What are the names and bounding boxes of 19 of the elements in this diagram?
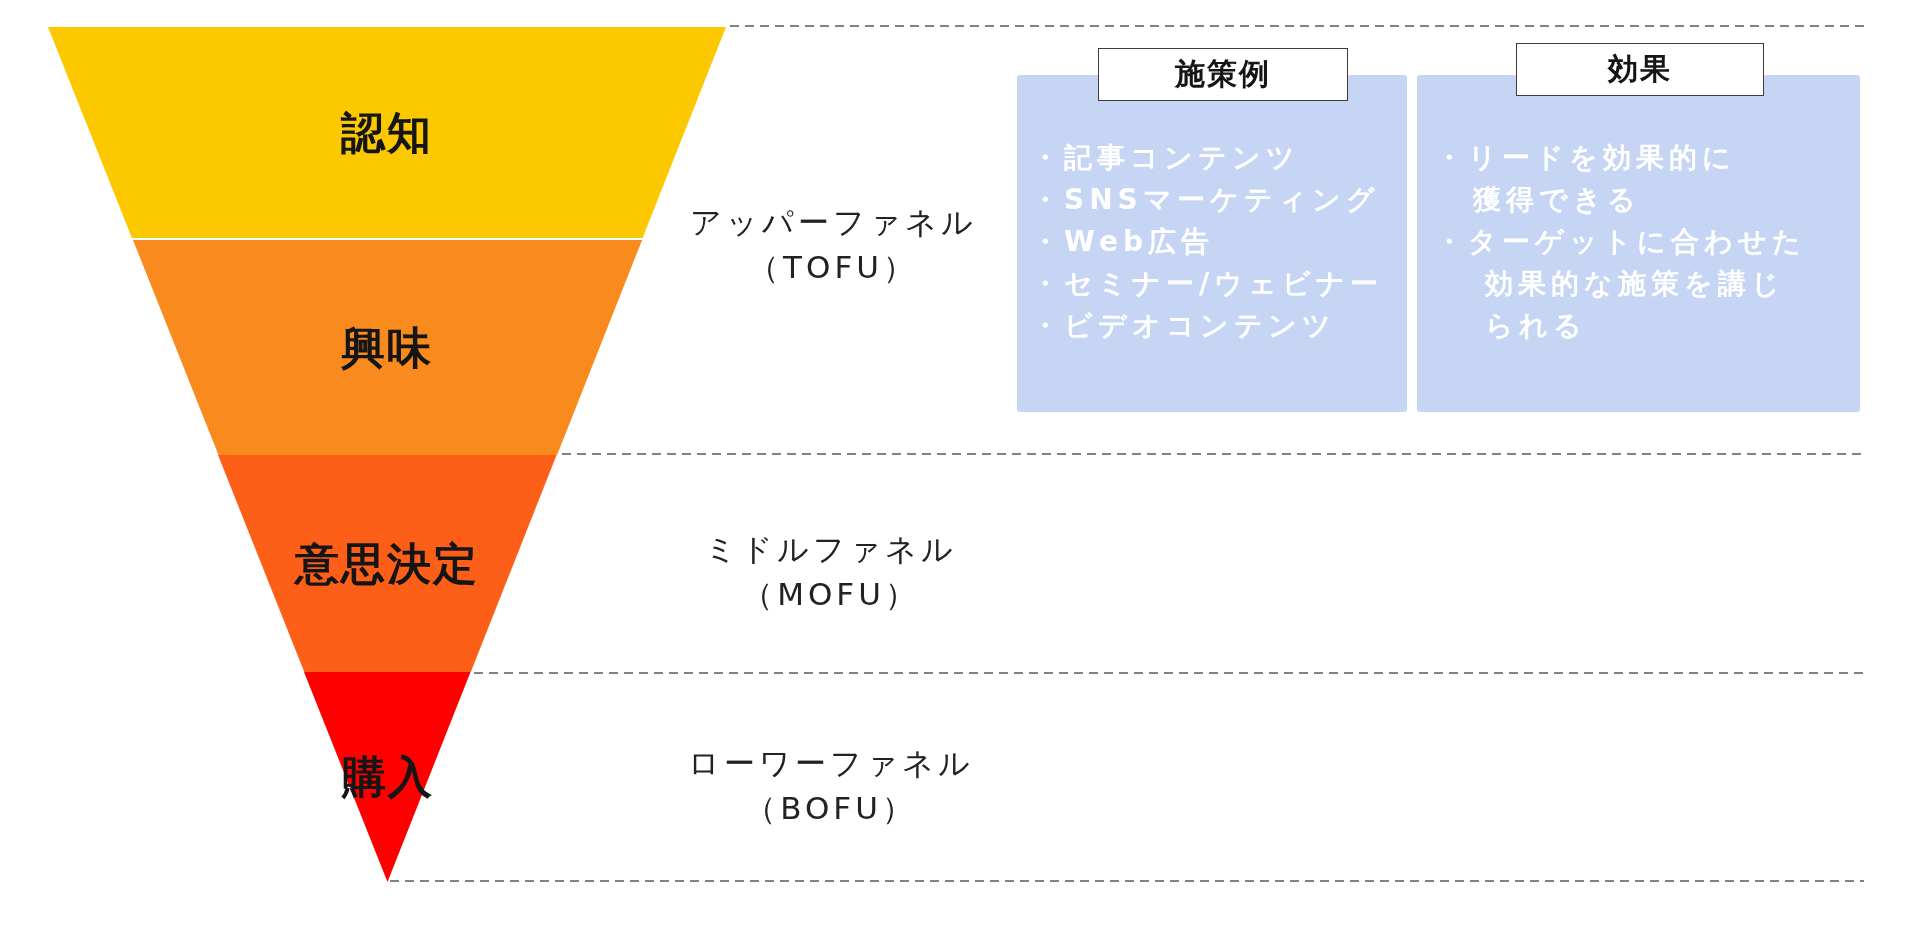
- list-item: ・Web広告: [1031, 224, 1215, 260]
- list-item: ・セミナー/ウェビナー: [1031, 266, 1385, 302]
- heading-tab: 施策例: [1098, 48, 1348, 101]
- segment-label: 意思決定: [295, 537, 480, 590]
- stage-label: ローワーファネル（BOFU）: [687, 744, 975, 828]
- stage-label: アッパーファネル（TOFU）: [688, 203, 978, 287]
- funnel-segment: [218, 455, 557, 672]
- segment-label: 認知: [341, 106, 433, 159]
- list-item: ・ビデオコンテンツ: [1031, 308, 1337, 344]
- heading-tab: 効果: [1516, 43, 1764, 96]
- list-item: ・SNSマーケティング: [1031, 182, 1381, 218]
- list-item: ・記事コンテンツ: [1031, 140, 1301, 176]
- list-item: ・リードを効果的に獲得できる: [1435, 140, 1737, 218]
- stage-label: ミドルファネル（MOFU）: [704, 530, 958, 614]
- segment-label: 興味: [341, 321, 434, 374]
- list-item: ・ターゲットに合わせた効果的な施策を講じられる: [1435, 224, 1807, 344]
- funnel-segment: [132, 240, 642, 455]
- funnel-segment: [48, 27, 726, 238]
- funnel-segment: [304, 672, 471, 882]
